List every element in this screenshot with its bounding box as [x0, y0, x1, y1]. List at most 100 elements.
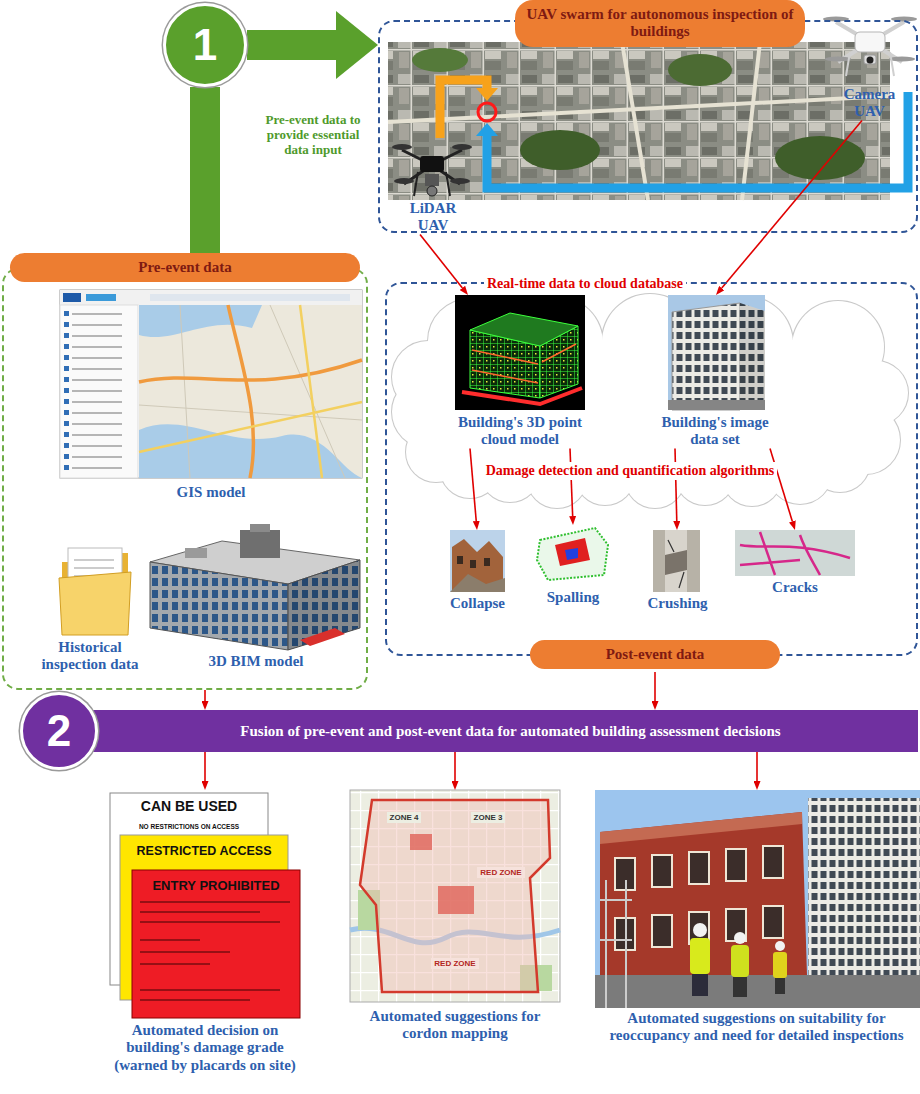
camera-drone: [889, 57, 915, 62]
street-photo: [775, 978, 785, 994]
placards: [110, 793, 300, 1018]
camera-drone: [823, 17, 917, 77]
bim-building: [150, 562, 288, 650]
bim-building: [288, 560, 360, 650]
cordon-map: [410, 834, 432, 850]
crushing-photo: [653, 530, 700, 592]
pre-event-panel: Pre-event dataGIS modelHistorical inspec…: [2, 253, 368, 690]
caption: LiDAR UAV: [403, 200, 463, 235]
connector-arrow: [204, 752, 206, 781]
damage-type: Cracks: [735, 530, 855, 596]
bim-building: [288, 560, 360, 650]
placard-heading: ENTRY PROHIBITED: [149, 878, 282, 895]
caption: Building's image data set: [650, 414, 780, 449]
lidar-drone: [427, 186, 437, 196]
street-photo: [763, 846, 783, 878]
map-zone: RED ZONE: [431, 958, 478, 969]
caption: Historical inspection data: [35, 639, 145, 674]
spalling-scan: [565, 548, 578, 560]
cordon-map: [350, 790, 560, 1002]
bim-building: [300, 628, 345, 646]
bim-building: [150, 524, 360, 650]
connector-arrow: [470, 449, 476, 522]
street-photo: [692, 974, 708, 996]
lidar-drone: [450, 178, 470, 184]
crushing-photo: [665, 530, 687, 592]
building-photo: [740, 303, 765, 410]
street-photo: [595, 790, 920, 1008]
gis-screenshot: [60, 308, 138, 473]
collapse-photo: [450, 530, 505, 592]
satellite-map: [775, 136, 865, 180]
step-number-text: 2: [47, 709, 71, 753]
folder-icon: [59, 548, 131, 635]
camera-drone: [825, 57, 851, 62]
dashed-frame: [2, 268, 368, 690]
map-zone: RED ZONE: [477, 867, 524, 878]
placards: [132, 870, 300, 1018]
street-photo: [734, 932, 746, 944]
cloud-outline: [392, 294, 908, 508]
gis-screenshot: [63, 293, 81, 302]
building-photo: [668, 295, 765, 410]
spalling-scan: [555, 538, 590, 566]
arrow-note: Pre-event data to provide essential data…: [250, 112, 376, 159]
gis-screenshot: [60, 290, 362, 478]
satellite-map: [520, 130, 600, 170]
street-photo: [689, 852, 709, 884]
gis-screenshot: [60, 290, 362, 305]
street-photo: [733, 977, 747, 997]
damage-type: Collapse: [440, 530, 515, 612]
damage-type: Crushing: [640, 530, 715, 612]
placard-heading: RESTRICTED ACCESS: [134, 843, 275, 859]
building-photo: [672, 303, 740, 410]
label-slot: RED ZONE: [424, 952, 486, 970]
collapse-photo: [457, 556, 463, 564]
connector-arrow: [190, 87, 220, 253]
satellite-map: [478, 103, 496, 121]
placard-subheading: NO RESTRICTIONS ON ACCESS: [136, 822, 242, 831]
gis-screenshot: [139, 305, 362, 478]
gis-screenshot: [150, 294, 350, 301]
bim-building: [250, 524, 270, 532]
caption: Automated decision on building's damage …: [105, 1022, 305, 1074]
crushing-photo: [665, 550, 687, 575]
building-photo: [668, 400, 765, 410]
gis-screenshot: [139, 305, 362, 478]
street-photo: [600, 812, 802, 844]
collapse-photo: [470, 560, 476, 568]
cracks-photo: [735, 530, 855, 576]
label-slot: RESTRICTED ACCESS: [122, 841, 286, 859]
street-photo: [652, 855, 672, 887]
lidar-drone: [425, 174, 439, 186]
outcome: Automated decision on building's damage …: [105, 790, 305, 1074]
camera-drone: [864, 55, 876, 64]
street-photo: [595, 975, 920, 1008]
connector-arrow: [247, 30, 336, 60]
street-photo: [690, 938, 710, 974]
street-photo: [763, 906, 783, 938]
placard-heading: CAN BE USED: [138, 797, 240, 815]
label-slot: Real-time data to cloud database: [455, 274, 715, 293]
lidar-drone: [420, 156, 444, 172]
lidar-drone: [392, 144, 412, 150]
connector-arrow: [770, 449, 792, 522]
collapse-photo: [450, 574, 505, 592]
building-photo: [740, 303, 765, 410]
camera-drone: [846, 52, 894, 76]
cloud-outline: [392, 294, 908, 508]
panel-heading: UAV swarm for autonomous inspection of b…: [515, 0, 805, 47]
process-note: Damage detection and quantification algo…: [483, 462, 778, 480]
outcome: Automated suggestions on suitability for…: [595, 790, 918, 1045]
lidar-drone: [392, 144, 472, 196]
lidar-drone: [452, 144, 472, 150]
building-photo: [668, 295, 765, 410]
placards: [140, 902, 290, 1000]
lidar-uav: LiDAR UAV: [390, 138, 476, 235]
satellite-map: [412, 48, 468, 72]
spalling-scan: [537, 528, 608, 580]
label-slot: CAN BE USED: [112, 797, 266, 815]
crushing-photo: [668, 540, 684, 588]
